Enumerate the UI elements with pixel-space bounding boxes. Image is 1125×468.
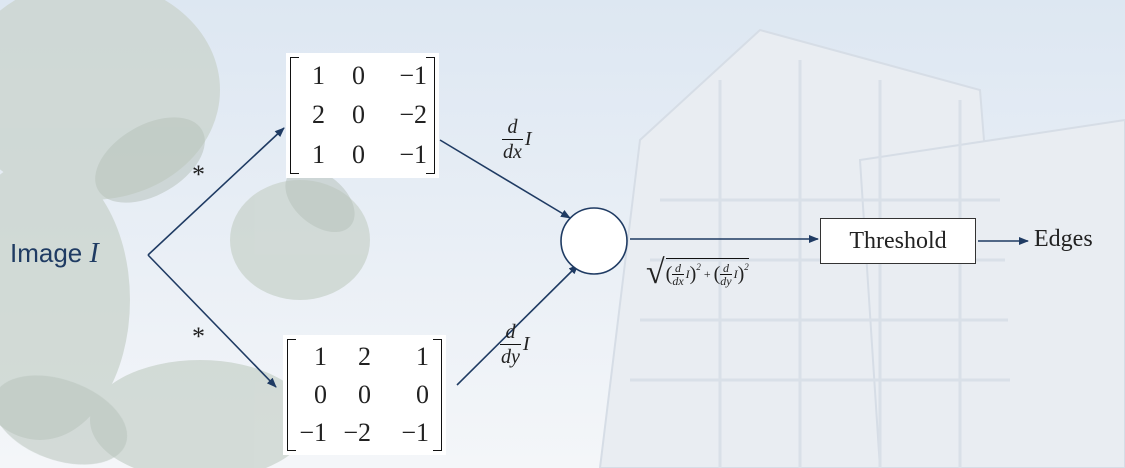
output-edges-label: Edges (1034, 226, 1093, 252)
bracket-right (426, 57, 435, 174)
matrix-cell: 0 (352, 60, 365, 90)
derivative-x-variable: I (524, 128, 532, 150)
matrix-cell: −1 (299, 418, 327, 447)
matrix-cell: −1 (399, 140, 427, 170)
matrix-cell: −1 (401, 418, 429, 447)
matrix-cell: 1 (416, 342, 429, 371)
mag-term2-var: I (733, 267, 738, 281)
input-image-label: Image I (10, 238, 99, 270)
mag-term2-exp: 2 (744, 262, 749, 272)
bracket-left (287, 339, 296, 451)
arrow-kernel-y-to-sum (456, 264, 579, 386)
matrix-cell: 0 (352, 140, 365, 170)
bracket-right (433, 339, 442, 451)
derivative-y-variable: I (522, 333, 530, 355)
matrix-cell: −2 (343, 418, 371, 447)
gradient-magnitude-formula: √ ( d dx I ) 2 + ( d dy I ) 2 (646, 253, 749, 293)
mag-term2-num: d (722, 261, 729, 275)
derivative-x-numerator: d (507, 116, 518, 138)
bracket-left (290, 57, 299, 174)
sum-node (560, 207, 628, 275)
matrix-cell: 0 (352, 100, 365, 130)
arrow-image-to-kernel-x (147, 127, 285, 256)
matrix-cell: −1 (399, 60, 427, 90)
mag-plus: + (703, 267, 711, 281)
matrix-cell: 0 (358, 380, 371, 409)
convolution-symbol-top: * (192, 160, 205, 189)
derivative-y-numerator: d (505, 321, 516, 343)
input-prefix: Image (10, 238, 83, 268)
mag-term1-var: I (685, 267, 690, 281)
mag-term2-den: dy (720, 274, 732, 288)
matrix-cell: 1 (312, 60, 325, 90)
arrow-image-to-kernel-y (147, 254, 277, 388)
matrix-cell: 1 (312, 140, 325, 170)
arrow-kernel-x-to-sum (439, 139, 571, 219)
derivative-y-denominator: dy (500, 344, 521, 368)
matrix-cell: 2 (312, 100, 325, 130)
mag-term1-num: d (675, 261, 681, 275)
threshold-box: Threshold (820, 218, 976, 264)
matrix-cell: −2 (399, 100, 427, 130)
matrix-cell: 2 (358, 342, 371, 371)
convolution-symbol-bottom: * (192, 322, 205, 351)
derivative-x-label: d dx I (502, 117, 532, 162)
sqrt-body: ( d dx I ) 2 + ( d dy I ) 2 (665, 258, 749, 288)
derivative-x-denominator: dx (502, 139, 523, 163)
mag-term1-exp: 2 (696, 262, 701, 272)
matrix-cell: 0 (314, 380, 327, 409)
input-symbol: I (89, 238, 99, 269)
sqrt-sign: √ (646, 254, 665, 291)
sobel-kernel-y: 1 2 1 0 0 0 −1 −2 −1 (283, 335, 446, 455)
derivative-y-label: d dy I (500, 322, 530, 367)
mag-term1-den: dx (672, 274, 684, 288)
matrix-cell: 1 (314, 342, 327, 371)
matrix-cell: 0 (416, 380, 429, 409)
